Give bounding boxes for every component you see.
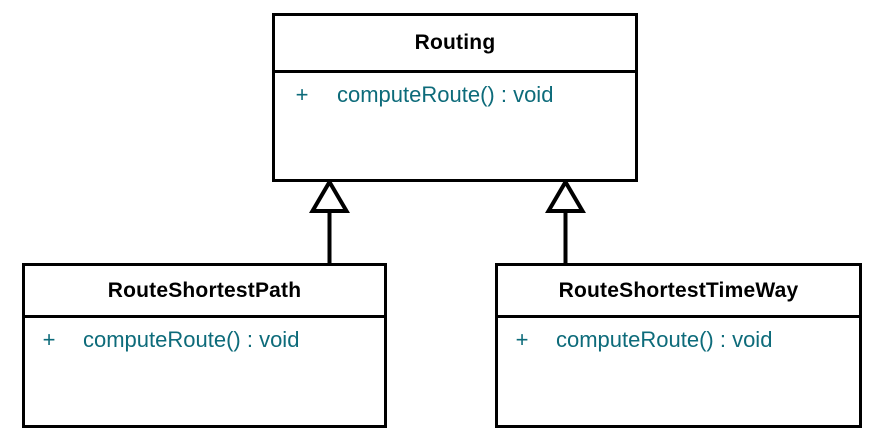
generalization-right (545, 178, 586, 264)
uml-class-route-shortest-path-name: RouteShortestPath (107, 278, 302, 302)
uml-class-routing[interactable]: Routing + computeRoute() : void (272, 13, 638, 182)
uml-member-row: + computeRoute() : void (39, 327, 384, 353)
uml-class-route-shortest-path-header: RouteShortestPath (25, 266, 384, 318)
uml-class-routing-members: + computeRoute() : void (275, 73, 635, 179)
uml-member-row: + computeRoute() : void (512, 327, 859, 353)
uml-member-row: + computeRoute() : void (291, 82, 635, 108)
uml-class-route-shortest-time-way-header: RouteShortestTimeWay (498, 266, 859, 318)
uml-class-route-shortest-time-way-members: + computeRoute() : void (498, 318, 859, 425)
visibility-marker: + (515, 327, 529, 352)
uml-class-route-shortest-path-members: + computeRoute() : void (25, 318, 384, 425)
visibility-marker: + (42, 327, 56, 352)
uml-class-route-shortest-time-way[interactable]: RouteShortestTimeWay + computeRoute() : … (495, 263, 862, 428)
uml-class-routing-name: Routing (414, 31, 496, 54)
operation-signature: computeRoute() : void (337, 82, 554, 107)
uml-class-route-shortest-time-way-name: RouteShortestTimeWay (558, 278, 799, 302)
uml-class-route-shortest-path[interactable]: RouteShortestPath + computeRoute() : voi… (22, 263, 387, 428)
visibility-marker: + (295, 82, 309, 107)
generalization-left (309, 178, 350, 264)
generalization-right-hollow-triangle-icon (545, 178, 586, 213)
operation-signature: computeRoute() : void (556, 327, 773, 352)
uml-class-routing-header: Routing (275, 16, 635, 73)
generalization-left-hollow-triangle-icon (309, 178, 350, 213)
operation-signature: computeRoute() : void (83, 327, 300, 352)
